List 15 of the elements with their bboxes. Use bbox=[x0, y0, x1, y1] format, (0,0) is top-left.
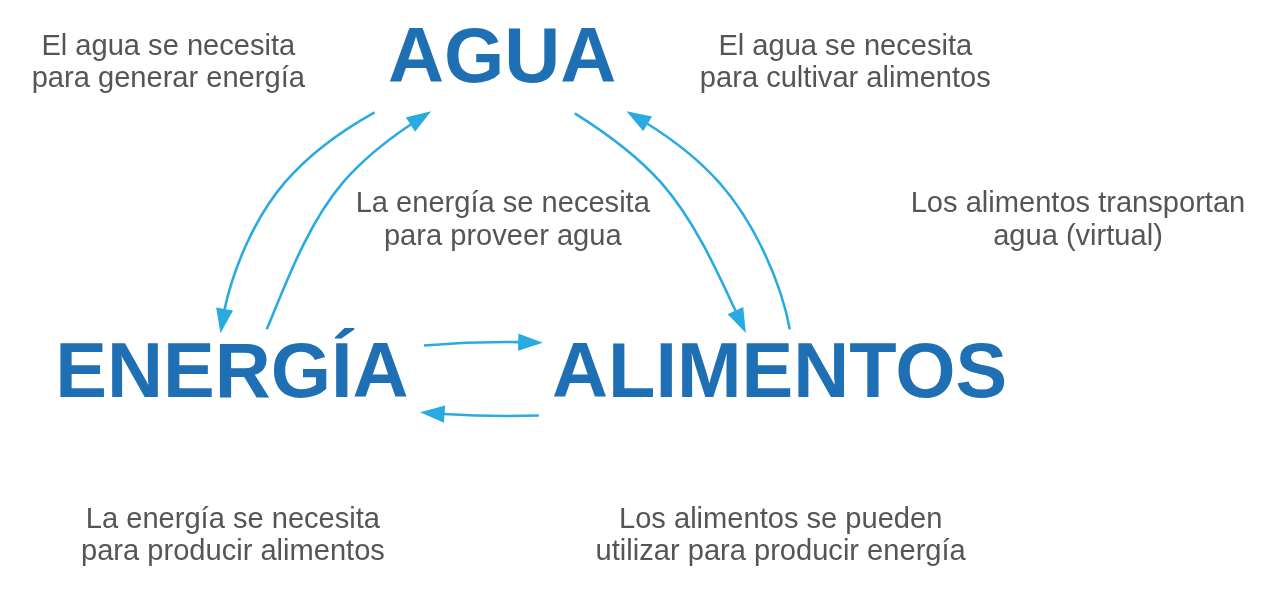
node-text: ALIMENTOS bbox=[552, 326, 1008, 413]
arrow bbox=[420, 405, 539, 423]
arrow bbox=[423, 333, 543, 351]
arrow bbox=[265, 111, 432, 330]
label: Los alimentos transportan agua (virtual) bbox=[910, 186, 1246, 251]
arrow bbox=[626, 111, 792, 330]
label: Los alimentos se pueden utilizar para producir energía bbox=[595, 501, 966, 566]
label: La energía se necesita para proveer agua bbox=[355, 186, 650, 251]
label: La energía se necesita para producir alimentos bbox=[81, 501, 385, 566]
arrow bbox=[574, 112, 746, 333]
arrow bbox=[216, 111, 376, 334]
node-text: AGUA bbox=[388, 11, 617, 98]
node-text: ENERGÍA bbox=[55, 326, 409, 413]
label: El agua se necesita para cultivar alimentos bbox=[699, 28, 991, 94]
label: El agua se necesita para generar energía bbox=[31, 28, 305, 94]
